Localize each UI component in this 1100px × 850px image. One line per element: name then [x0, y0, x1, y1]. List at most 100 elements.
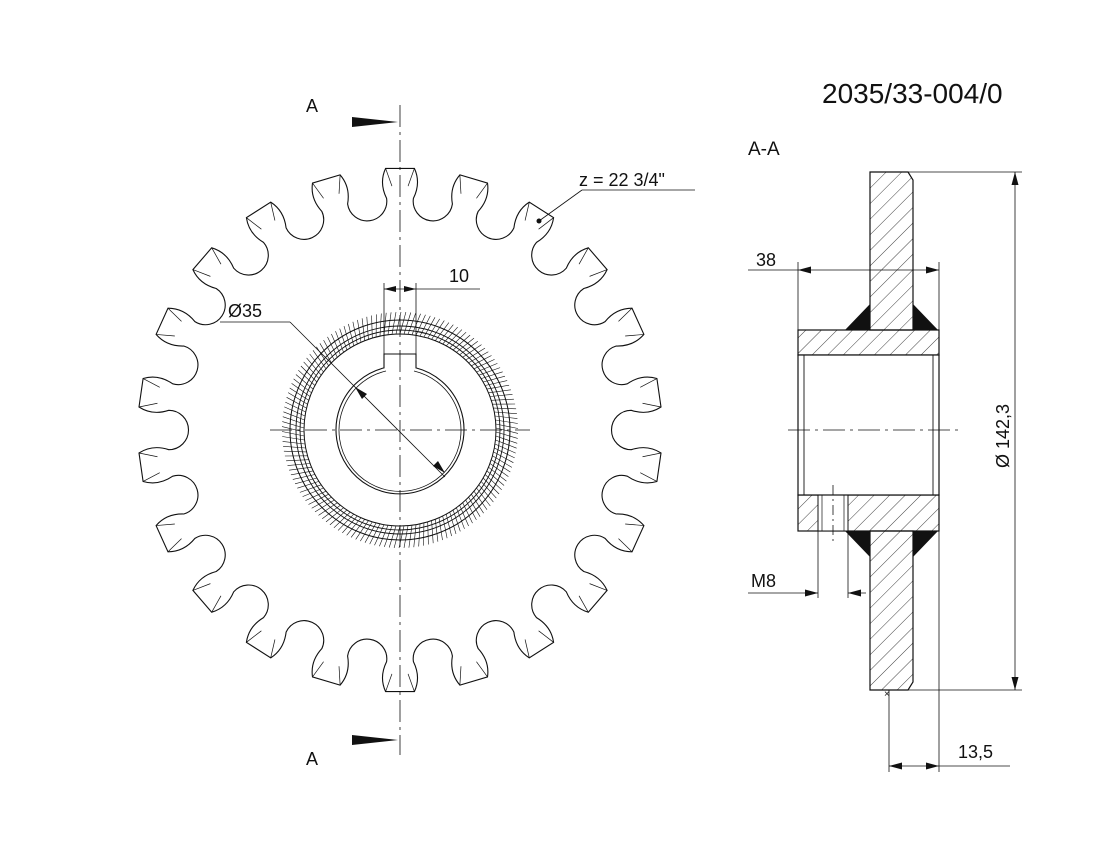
tooth-tip-chamfer [642, 402, 662, 408]
hub-length-label: 38 [756, 250, 776, 270]
tooth-tip-chamfer [589, 269, 608, 277]
tooth-tip-chamfer [618, 538, 633, 553]
m8-arrow-right [848, 589, 861, 597]
knurl-tick [478, 367, 501, 376]
tooth-tip-chamfer [192, 269, 211, 277]
knurl-tick [427, 318, 440, 339]
plate-width-label: 13,5 [958, 742, 993, 762]
hub-upper-wall [797, 329, 940, 356]
weld-lower-left [845, 531, 870, 557]
bore-with-keyway [335, 353, 465, 495]
m8-arrow-left [805, 589, 818, 597]
tooth-tip-chamfer [138, 402, 158, 408]
cut-label-top: A [306, 96, 318, 116]
tooth-tip-chamfer [138, 452, 158, 458]
knurl-tick [282, 436, 305, 441]
plate-width-arrow-right [926, 762, 939, 770]
knurl-tick [495, 423, 519, 429]
tooth-tip-chamfer [167, 538, 182, 553]
tooth-tip-chamfer [167, 307, 182, 322]
tooth-tip-chamfer [312, 661, 324, 678]
knurl-tick [489, 463, 509, 477]
knurl-tick [413, 524, 417, 548]
knurl-tick [494, 415, 518, 419]
bore-diameter-label: Ø35 [228, 301, 262, 321]
weld-lower-right [913, 531, 938, 557]
keyway-width-label: 10 [449, 266, 469, 286]
knurl-tick [491, 398, 514, 401]
knurl-tick [355, 520, 369, 540]
knurl-tick [408, 525, 413, 548]
knurl-tick [379, 313, 382, 337]
knurl-tick [494, 411, 517, 414]
tooth-tip-chamfer [312, 182, 324, 199]
keyway-arrow-left [384, 286, 396, 292]
tooth-tip-chamfer [270, 202, 276, 221]
plate-lower [869, 530, 914, 691]
tooth-tip-chamfer [578, 595, 589, 613]
knurl-tick [282, 441, 306, 445]
knurl-tick [387, 312, 392, 335]
bore-dim-line [289, 321, 446, 478]
knurl-tick [350, 519, 365, 538]
hub-length-arrow-left [798, 266, 811, 274]
knurl-tick [476, 363, 498, 373]
knurl-tick [403, 525, 409, 548]
bore-arrow-top [355, 387, 367, 399]
knurl-tick [491, 459, 511, 473]
tooth-tip-chamfer [538, 630, 554, 643]
tooth-tip-chamfer [338, 666, 341, 686]
tooth-tip-chamfer [246, 630, 262, 643]
teeth-count-label: z = 22 3/4" [579, 170, 665, 190]
tooth-tip-chamfer [538, 217, 554, 230]
outer-diameter-label: Ø 142,3 [993, 404, 1013, 468]
tooth-tips [138, 168, 662, 692]
knurl-tick [492, 455, 513, 468]
tooth-tip-chamfer [476, 661, 488, 678]
hub-length-arrow-right [926, 266, 939, 274]
knurl-tick [418, 523, 421, 547]
od-arrow-bottom [1011, 677, 1019, 690]
tooth-tip-chamfer [640, 472, 658, 482]
knurl-tick [289, 387, 309, 401]
weld-upper-right [913, 304, 938, 330]
knurl-tick [331, 333, 341, 355]
knurl-tick [435, 322, 450, 341]
sprocket-front-view: 10 Ø35 z = 22 3/4" A A [138, 96, 695, 769]
knurl-tick [325, 507, 344, 523]
knurl-tick [281, 426, 305, 433]
knurl-tick [299, 484, 322, 493]
section-view-a-a: 2035/33-004/0 A-A 38 [748, 78, 1022, 772]
knurl-tick [495, 419, 518, 424]
cut-arrow-bottom-head [352, 735, 398, 745]
plate-edge-mark: × [884, 689, 890, 700]
knurl-tick [459, 505, 469, 527]
tooth-tip-chamfer [407, 168, 415, 187]
tooth-tip-chamfer [640, 378, 658, 388]
cut-label-bottom: A [306, 749, 318, 769]
knurl-tick [302, 487, 324, 497]
tooth-tip-chamfer [142, 378, 160, 388]
tooth-tip-chamfer [142, 472, 160, 482]
knurl-tick [335, 331, 344, 353]
tooth-tip-chamfer [192, 583, 211, 591]
section-title: A-A [748, 139, 780, 160]
knurl-tick [431, 320, 445, 340]
tooth-tip-chamfer [211, 247, 222, 265]
knurl-tick [360, 521, 373, 542]
knurl-tick [291, 383, 311, 397]
keyway-arrow-right [404, 286, 416, 292]
tooth-tip-chamfer [578, 247, 589, 265]
tooth-tip-chamfer [385, 673, 393, 692]
tooth-tip-chamfer [459, 174, 462, 194]
weld-upper-left [845, 304, 870, 330]
tooth-tip-chamfer [385, 168, 393, 187]
knurl-tick [459, 341, 478, 356]
knurl-tick [427, 521, 429, 545]
knurl-tick [371, 315, 373, 339]
plate-upper [869, 171, 914, 331]
knurl-tick [456, 507, 465, 529]
tooth-tip-chamfer [156, 523, 175, 526]
knurl-tick [391, 312, 397, 335]
